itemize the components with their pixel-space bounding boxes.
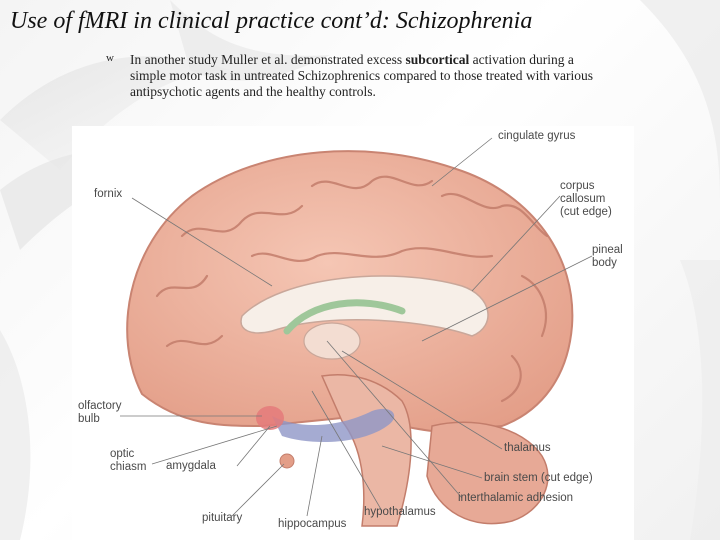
label-corpus-callosum: corpus callosum (cut edge) <box>560 180 612 218</box>
bullet-text-part1: In another study Muller et al. demonstra… <box>130 52 406 67</box>
brain-sagittal-figure: cingulate gyrus fornix corpus callosum (… <box>72 126 634 540</box>
label-hippocampus: hippocampus <box>278 518 347 530</box>
amygdala-shape <box>256 406 284 430</box>
label-interthalamic-adhesion: interthalamic adhesion <box>458 492 574 504</box>
bullet-text: In another study Muller et al. demonstra… <box>130 52 610 100</box>
label-hypothalamus: hypothalamus <box>364 506 436 518</box>
label-pineal-body: pineal body <box>592 244 623 269</box>
hippocampus-shape <box>272 408 395 442</box>
brain-stem-shape <box>320 374 412 527</box>
thalamus-shape <box>303 322 361 360</box>
label-optic-chiasm: optic chiasm <box>110 448 147 473</box>
label-pituitary: pituitary <box>202 512 243 524</box>
brain-illustration <box>120 137 593 527</box>
label-thalamus: thalamus <box>504 442 551 454</box>
bullet-text-part2: activation during a simple motor task in… <box>130 52 594 99</box>
bullet-icon: w <box>106 52 114 64</box>
slide-title: Use of fMRI in clinical practice cont’d:… <box>10 8 533 34</box>
cerebellum-shape <box>426 421 549 525</box>
label-brain-stem: brain stem (cut edge) <box>484 472 593 484</box>
label-amygdala: amygdala <box>166 460 216 472</box>
label-olfactory-bulb: olfactory bulb <box>78 400 122 425</box>
label-fornix: fornix <box>94 188 123 200</box>
label-cingulate-gyrus: cingulate gyrus <box>498 130 576 142</box>
bullet-emphasis: subcortical <box>405 52 470 67</box>
fornix-arc <box>283 299 406 335</box>
